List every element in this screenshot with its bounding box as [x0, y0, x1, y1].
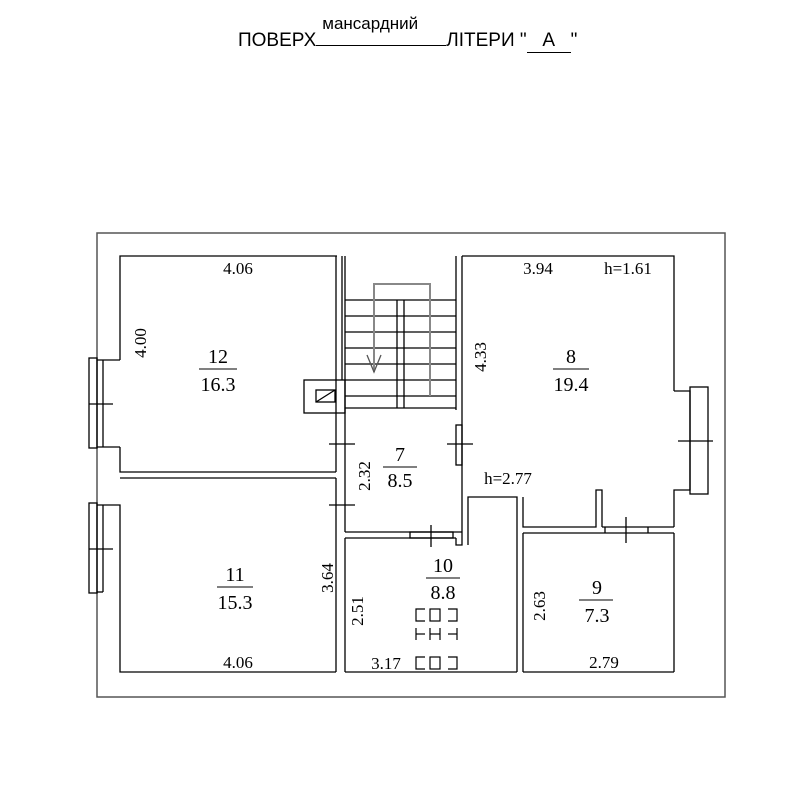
svg-text:2.32: 2.32: [355, 461, 374, 491]
svg-text:16.3: 16.3: [201, 374, 236, 396]
svg-text:4.06: 4.06: [223, 653, 253, 672]
svg-text:3.17: 3.17: [371, 654, 401, 673]
letter-value: А: [526, 30, 571, 53]
svg-text:9: 9: [592, 577, 602, 599]
window-left-upper: [88, 357, 98, 449]
room-8: 8 19.4 3.94 h=1.61 4.33 h=2.77: [471, 259, 652, 488]
svg-text:8: 8: [566, 346, 576, 368]
room-12-wall: [119, 255, 337, 360]
svg-text:2.51: 2.51: [348, 596, 367, 626]
svg-text:15.3: 15.3: [218, 592, 253, 614]
room-9: 9 7.3 2.79 2.63: [530, 577, 619, 672]
svg-text:4.33: 4.33: [471, 342, 490, 372]
letter-close: ": [570, 30, 578, 51]
svg-text:7.3: 7.3: [585, 605, 610, 627]
door-room-8: [455, 424, 463, 466]
room-11: 11 15.3 4.06 3.64: [217, 563, 337, 672]
stove-icon: [415, 608, 458, 670]
vent-icon: [315, 389, 336, 403]
svg-text:8.8: 8.8: [431, 582, 456, 604]
window-left-lower: [88, 502, 98, 594]
svg-text:19.4: 19.4: [554, 374, 589, 396]
svg-text:10: 10: [433, 555, 453, 577]
floor-label: ПОВЕРХ: [238, 30, 317, 51]
stair-direction-path: [373, 283, 431, 396]
letter-label: ЛІТЕРИ ": [446, 30, 527, 51]
floor-value: мансардний: [322, 14, 419, 33]
svg-text:h=2.77: h=2.77: [484, 469, 532, 488]
svg-text:3.64: 3.64: [318, 563, 337, 593]
svg-text:12: 12: [208, 346, 228, 368]
svg-text:2.79: 2.79: [589, 653, 619, 672]
stair-arrow-icon: [366, 354, 382, 374]
svg-text:8.5: 8.5: [388, 470, 413, 492]
room-12: 12 16.3 4.06 4.00: [131, 259, 253, 396]
svg-text:2.63: 2.63: [530, 591, 549, 621]
room-10: 10 8.8 3.17 2.51: [348, 555, 460, 673]
ventilation-shaft: [303, 379, 346, 414]
svg-text:11: 11: [225, 564, 244, 586]
outer-boundary: [96, 232, 726, 698]
svg-text:4.06: 4.06: [223, 259, 253, 278]
stairs: [345, 299, 456, 408]
svg-text:7: 7: [395, 444, 405, 466]
svg-text:3.94: 3.94: [523, 259, 553, 278]
svg-text:4.00: 4.00: [131, 328, 150, 358]
floor-value-blank: мансардний: [316, 14, 447, 46]
room-7: 7 8.5 2.32: [355, 444, 417, 492]
svg-text:h=1.61: h=1.61: [604, 259, 652, 278]
